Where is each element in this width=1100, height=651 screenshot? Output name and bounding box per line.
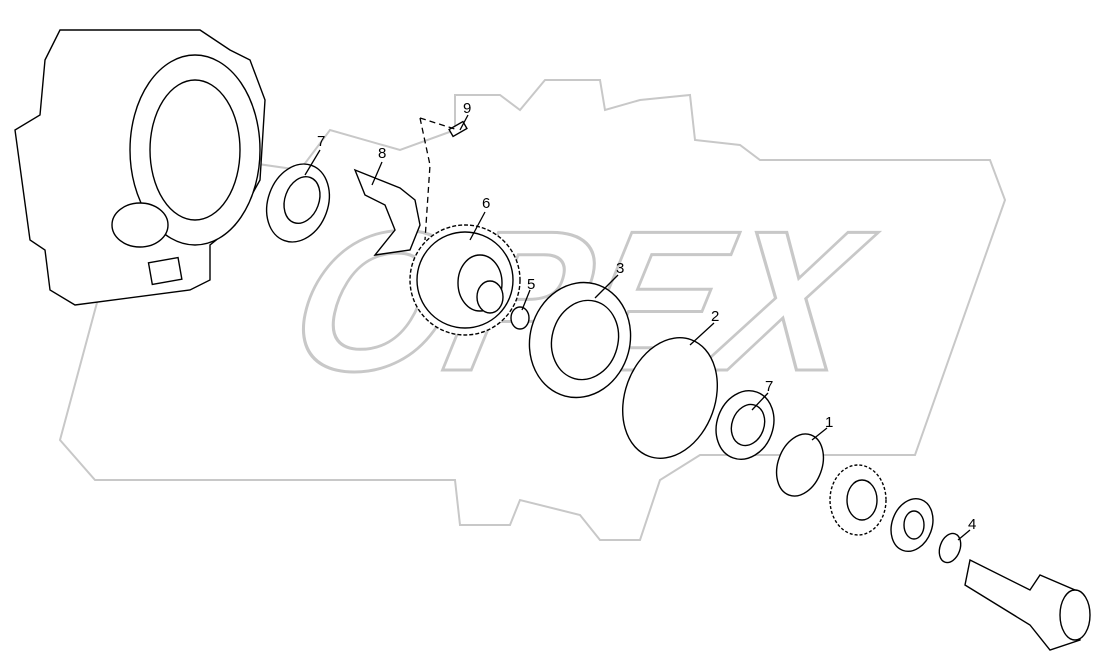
gearbox-housing (14, 29, 266, 306)
callout-4: 4 (968, 516, 976, 533)
callout-6: 6 (482, 195, 490, 212)
retaining-ring-1 (775, 433, 825, 497)
small-bearing (890, 498, 934, 552)
circlip-4 (938, 532, 962, 564)
callout-5: 5 (527, 276, 535, 293)
snap-ring-2 (621, 337, 719, 459)
spline-hub (829, 464, 887, 536)
bearing-7-upper (265, 163, 331, 243)
callout-9: 9 (463, 100, 471, 117)
callout-1: 1 (825, 414, 833, 431)
callout-7a: 7 (317, 133, 325, 150)
output-shaft (964, 558, 1091, 651)
plate-8 (353, 168, 421, 256)
bushing-5 (510, 306, 530, 330)
callout-3: 3 (616, 260, 624, 277)
callout-7b: 7 (765, 378, 773, 395)
callout-8: 8 (378, 145, 386, 162)
leader-lines (304, 114, 971, 541)
bearing-7-lower (715, 390, 775, 460)
gear-6 (409, 224, 521, 336)
callout-2: 2 (711, 308, 719, 325)
cover-3 (528, 281, 632, 399)
